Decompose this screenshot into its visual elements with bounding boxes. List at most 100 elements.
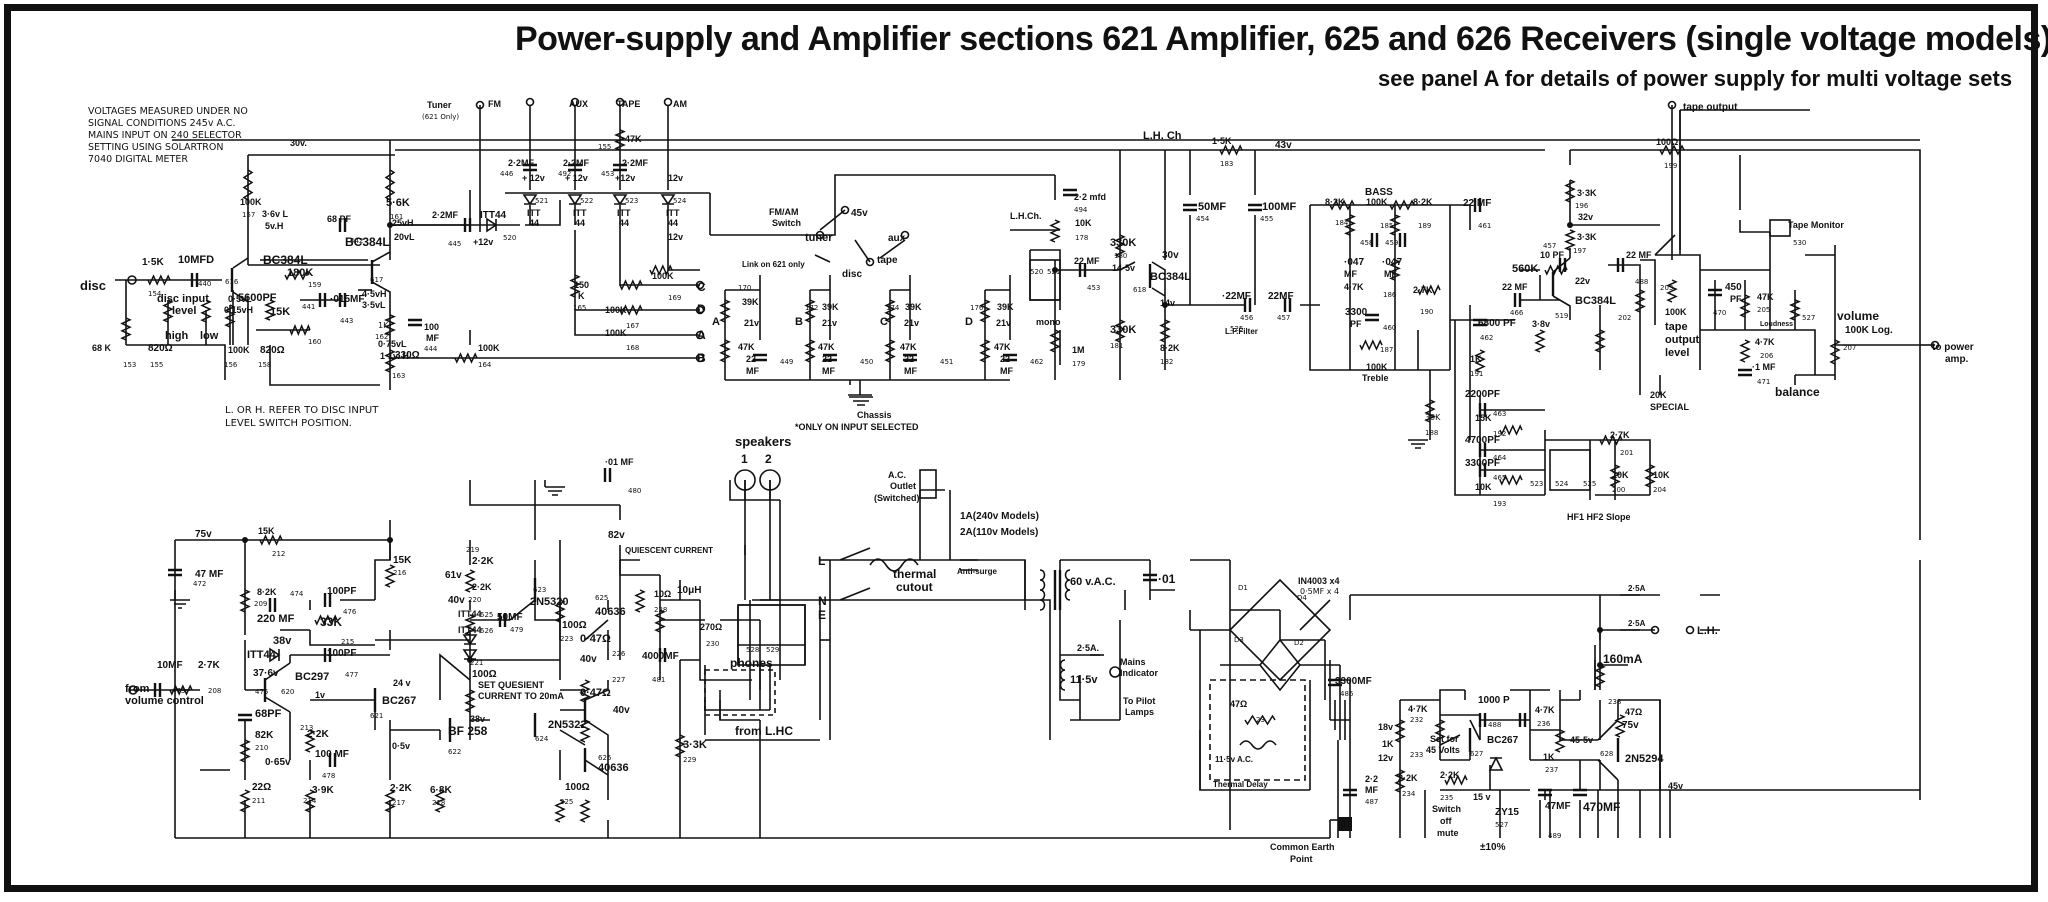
label-tone-lhch: L.H. Ch (1143, 130, 1182, 142)
label-tone-r190n: 190 (1420, 308, 1433, 316)
label-selector-r170n: 170 (738, 284, 751, 292)
label-outstage-c470n: 470 (1713, 309, 1726, 317)
label-preamp-r163: 330Ω (395, 350, 420, 361)
label-inputs-itt: ITT (527, 208, 541, 218)
resistor (979, 299, 991, 323)
label-tone-r184: 8·2K (1325, 197, 1345, 207)
diode (269, 647, 281, 663)
label-selector-c22: 22 (1000, 354, 1010, 364)
page-title: Power-supply and Amplifier sections 621 … (515, 20, 2048, 58)
label-preamp-r162: 1K (378, 321, 389, 330)
capacitor (1063, 188, 1077, 197)
label-poweramp-r216n: 216 (393, 569, 407, 577)
capacitor (1478, 463, 1487, 477)
resistor (384, 169, 396, 201)
resistor (162, 299, 174, 323)
label-filter-c462n: 462 (1480, 334, 1493, 342)
footnote-line: LEVEL SWITCH POSITION. (225, 418, 352, 429)
resistor (264, 299, 276, 321)
label-filter-r192n: 192 (1493, 430, 1506, 438)
label-mains-pilot2: Lamps (1125, 707, 1154, 717)
resistor (464, 689, 476, 713)
label-preamp-q616n: 616 (225, 278, 239, 286)
label-filter-r200n: 200 (1612, 486, 1625, 494)
label-regulator-v45: 45v (1668, 781, 1683, 791)
label-tone-r178: 10K (1075, 218, 1092, 228)
label-inputs-am: AM (673, 99, 687, 109)
label-preamp-r161n: 161 (390, 213, 403, 221)
label-outstage-v22: 22v (1575, 276, 1590, 286)
label-tone-c458: ·047 (1344, 257, 1364, 268)
label-outstage-tape_output: tape output (1683, 102, 1738, 113)
label-poweramp-r226n: 226 (612, 650, 626, 658)
label-tone-c459b: MF (1384, 269, 1397, 279)
label-preamp-r155: 820Ω (148, 343, 173, 354)
label-preamp-v617e: 0·75vL (378, 339, 407, 349)
resistor (1594, 664, 1606, 688)
label-regulator-r238: 238 (1608, 698, 1621, 706)
label-poweramp-c472: 47 MF (195, 569, 223, 580)
label-tone-r185: 100K (1366, 197, 1388, 207)
label-selector-r176n: 176 (970, 304, 984, 312)
label-regulator-q627n: 627 (1470, 750, 1483, 758)
label-mains-surge: Anti-surge (957, 567, 998, 576)
label-poweramp-r220n: 220 (468, 596, 481, 604)
label-preamp-c441: 5600PF (238, 292, 277, 304)
label-selector-fmam: FM/AM (769, 207, 799, 217)
label-selector-b: B (795, 316, 803, 328)
label-poweramp-q626n: 626 (598, 754, 612, 762)
resistor (719, 299, 731, 323)
label-poweramp-r211: 22Ω (252, 782, 271, 793)
label-regulator-i160: 160mA (1603, 652, 1643, 666)
resistor (304, 729, 316, 753)
label-tone-c494: 2·2 mfd (1074, 192, 1106, 202)
label-outstage-r205: 47K (1757, 292, 1774, 302)
capacitor (1398, 233, 1407, 247)
label-regulator-r235: 2·2K (1440, 770, 1460, 780)
terminal (570, 97, 580, 107)
label-outstage-c471n: 471 (1757, 378, 1770, 386)
label-filter-r201n: 201 (1620, 449, 1633, 457)
label-outstage-r206: 4·7K (1755, 337, 1775, 347)
resistor (1159, 319, 1171, 343)
terminal (900, 230, 910, 240)
label-poweramp-c475n: 475 (255, 688, 268, 696)
label-poweramp-r219n: 219 (466, 546, 479, 554)
label-regulator-c487: 2·2 (1365, 774, 1378, 784)
label-poweramp-q623: 2N5320 (530, 596, 569, 608)
label-tone-r189: 8·2K (1413, 197, 1433, 207)
thermal-cutout (869, 558, 919, 572)
resistor (434, 789, 446, 813)
label-poweramp-r213n: 213 (300, 724, 313, 732)
label-poweramp-from_vol: from (125, 683, 150, 695)
capacitor (408, 318, 422, 327)
resistor (239, 789, 251, 813)
label-filter-c465: 3300PF (1465, 458, 1500, 469)
capacitor (238, 713, 252, 722)
label-tone-c494n: 494 (1074, 206, 1088, 214)
label-outstage-c488n: 488 (1635, 278, 1648, 286)
resistor (1659, 144, 1685, 156)
label-speakers-label: speakers (735, 434, 791, 449)
label-tone-c461n: 461 (1478, 222, 1491, 230)
label-inputs-r165: 150 (574, 280, 589, 290)
label-preamp-r154n: 154 (148, 290, 162, 298)
resistor (569, 274, 581, 298)
terminal (525, 97, 535, 107)
resistor (1634, 289, 1646, 313)
schematic-border (4, 4, 2038, 892)
label-poweramp-v40a: 40v (580, 654, 597, 665)
label-mains-r23: 47Ω (1230, 699, 1247, 709)
label-inputs-r165b: K (578, 291, 585, 301)
label-regulator-v12: 12v (1378, 753, 1393, 763)
label-outstage-r196n: 196 (1575, 202, 1589, 210)
label-regulator-v455: 45·5v (1570, 735, 1593, 745)
capacitor (190, 273, 199, 287)
label-regulator-zener_n: 527 (1495, 821, 1508, 829)
transformer-core (1053, 570, 1062, 610)
bridge-rectifier (1228, 578, 1332, 682)
label-poweramp-q620n: 620 (281, 688, 294, 696)
label-tone-c460: 3300 (1345, 307, 1368, 318)
label-regulator-r236n: 236 (1537, 720, 1551, 728)
label-outstage-tape_level3: level (1665, 347, 1689, 359)
